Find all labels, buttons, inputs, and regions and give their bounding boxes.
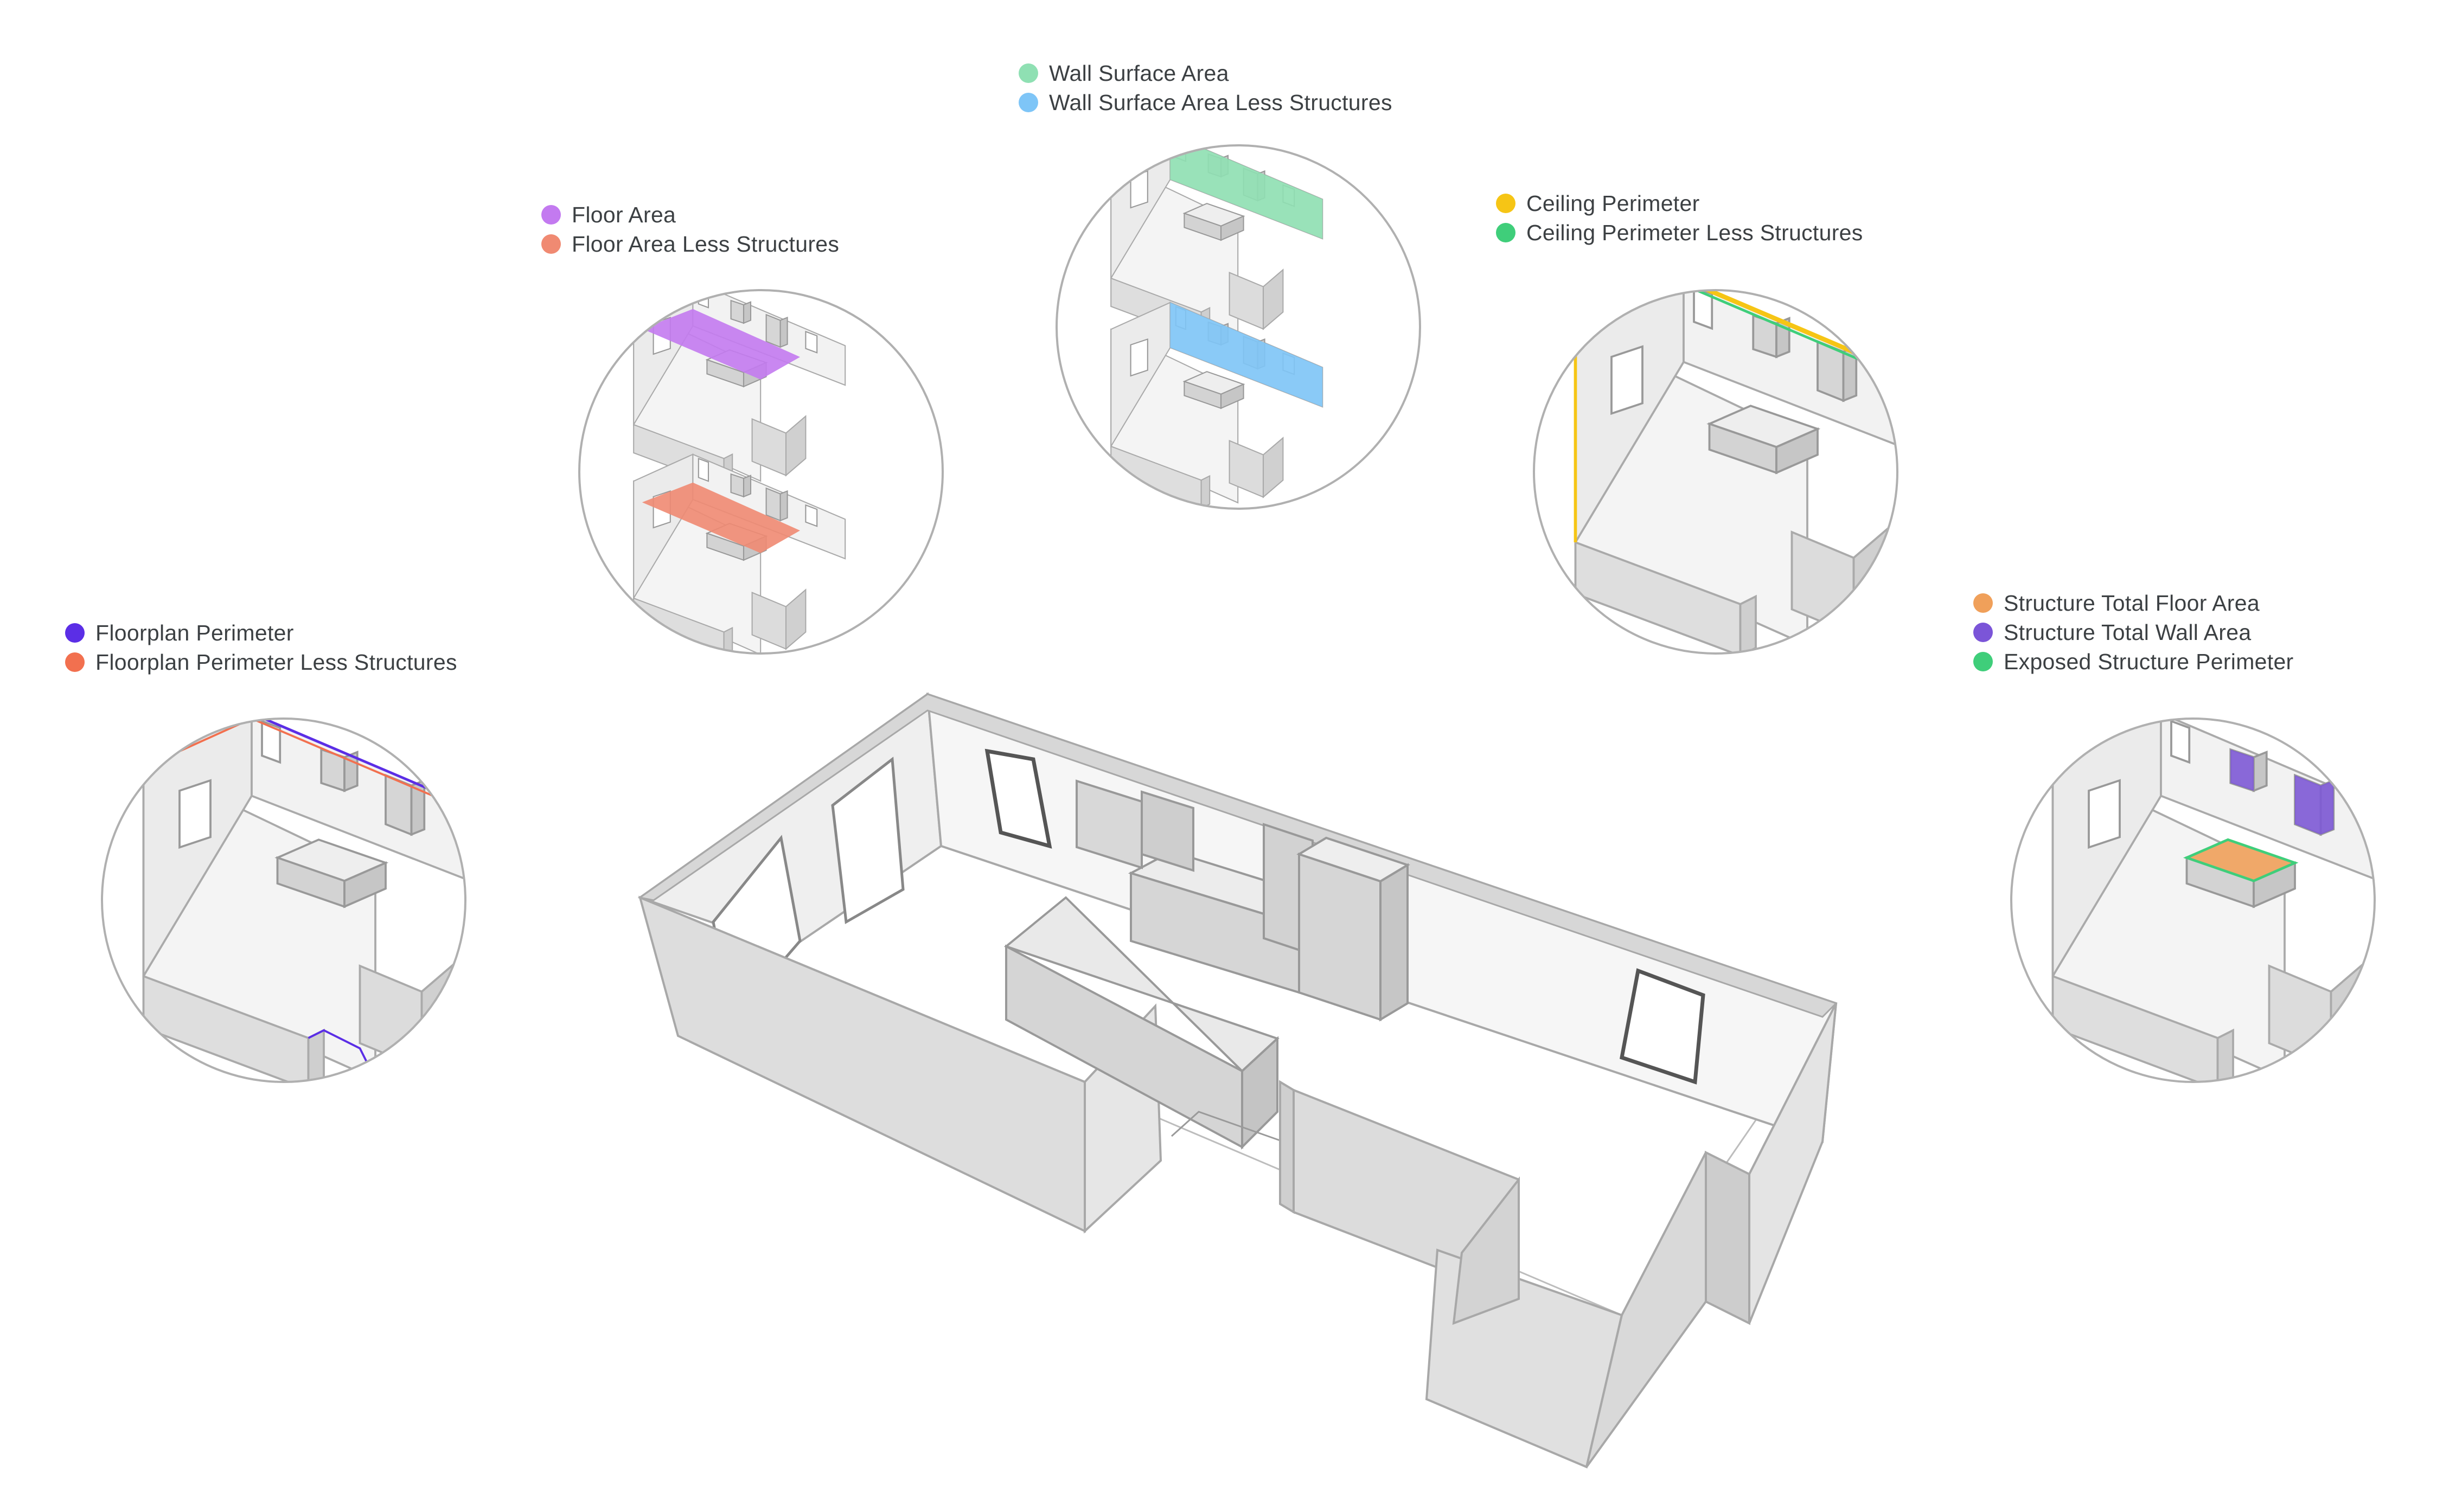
legend-dot — [541, 205, 561, 225]
structure-inset-border — [2010, 717, 2376, 1083]
legend-structure: Structure Total Floor Area Structure Tot… — [1973, 588, 2294, 676]
legend-dot — [541, 234, 561, 254]
legend-dot — [1019, 63, 1038, 83]
legend-item: Ceiling Perimeter — [1496, 189, 1863, 218]
legend-dot — [1496, 194, 1515, 213]
legend-item: Wall Surface Area — [1019, 59, 1392, 88]
main-room-model — [637, 692, 1838, 1469]
legend-item: Structure Total Floor Area — [1973, 588, 2294, 618]
right-end-wall — [1705, 1150, 1750, 1325]
legend-label: Structure Total Wall Area — [2004, 619, 2252, 645]
ceiling-perimeter-inset-border — [1533, 289, 1898, 655]
structure-inset — [2010, 717, 2376, 1083]
legend-label: Ceiling Perimeter Less Structures — [1526, 220, 1863, 245]
legend-floor-area: Floor Area Floor Area Less Structures — [541, 200, 839, 259]
legend-label: Structure Total Floor Area — [2004, 590, 2260, 616]
legend-dot — [1973, 623, 1993, 642]
partition-wall-return — [1452, 1176, 1520, 1325]
legend-item: Exposed Structure Perimeter — [1973, 647, 2294, 676]
legend-dot — [65, 652, 85, 672]
tall-unit-top — [1296, 836, 1410, 883]
ceiling-perimeter-inset — [1533, 289, 1898, 655]
upper-cabinet-1 — [1076, 779, 1143, 869]
tall-unit-side — [1379, 863, 1409, 1022]
legend-label: Floor Area Less Structures — [572, 231, 840, 257]
legend-item: Floor Area Less Structures — [541, 229, 839, 259]
wall-top-rim — [638, 693, 1838, 1018]
legend-dot — [1973, 652, 1993, 671]
legend-wall-surface: Wall Surface Area Wall Surface Area Less… — [1019, 59, 1392, 117]
legend-item: Floor Area — [541, 200, 839, 229]
legend-label: Exposed Structure Perimeter — [2004, 649, 2294, 674]
floor-area-inset-border — [578, 289, 944, 655]
legend-item: Wall Surface Area Less Structures — [1019, 88, 1392, 117]
legend-dot — [1973, 593, 1993, 613]
floor-area-inset — [578, 289, 944, 655]
legend-label: Floor Area — [572, 202, 676, 227]
legend-item: Floorplan Perimeter — [65, 618, 457, 648]
right-outer-wall — [1748, 1003, 1837, 1324]
legend-item: Structure Total Wall Area — [1973, 618, 2294, 647]
legend-item: Ceiling Perimeter Less Structures — [1496, 218, 1863, 247]
legend-label: Wall Surface Area Less Structures — [1049, 89, 1392, 115]
legend-dot — [65, 623, 85, 643]
window-back-right — [1619, 968, 1705, 1085]
floor-trace-line — [1171, 1111, 1291, 1145]
legend-label: Floorplan Perimeter Less Structures — [95, 649, 457, 675]
wall-surface-inset — [1056, 144, 1421, 510]
floorplan-perimeter-inset — [101, 717, 466, 1083]
legend-label: Floorplan Perimeter — [95, 620, 294, 645]
door-opening-back — [831, 757, 905, 925]
window-back-left — [984, 748, 1052, 849]
floorplan-perimeter-inset-border — [101, 717, 466, 1083]
legend-item: Floorplan Perimeter Less Structures — [65, 648, 457, 677]
legend-ceiling-perimeter: Ceiling Perimeter Ceiling Perimeter Less… — [1496, 189, 1863, 247]
legend-label: Ceiling Perimeter — [1526, 190, 1700, 216]
wall-surface-inset-border — [1056, 144, 1421, 510]
upper-cabinet-2 — [1141, 790, 1194, 872]
legend-dot — [1496, 223, 1515, 242]
legend-dot — [1019, 93, 1038, 112]
legend-label: Wall Surface Area — [1049, 60, 1229, 86]
counter-island-side — [1241, 1036, 1278, 1150]
legend-floorplan-perimeter: Floorplan Perimeter Floorplan Perimeter … — [65, 618, 457, 677]
tall-unit-front — [1298, 853, 1382, 1021]
partition-wall-edge — [1279, 1080, 1295, 1214]
